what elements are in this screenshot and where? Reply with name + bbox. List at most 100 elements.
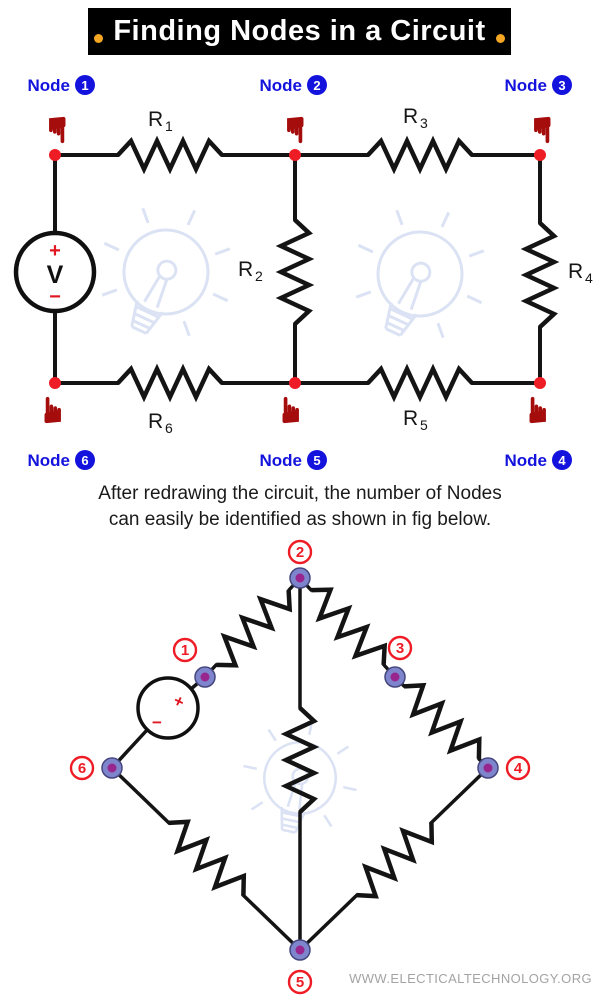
resistor-r3 <box>368 141 472 169</box>
node-number: 6 <box>81 453 88 468</box>
node-dot-5 <box>289 939 311 961</box>
resistor-subscript: 3 <box>420 115 428 131</box>
wire <box>241 893 302 952</box>
node-word: Node <box>260 451 303 470</box>
light-bulb-watermark-right <box>329 182 512 363</box>
resistor-subscript: 5 <box>420 417 428 433</box>
node-word: Node <box>260 76 303 95</box>
minus-sign: − <box>49 286 61 308</box>
node-number: 5 <box>296 974 304 991</box>
junction-dot-node2 <box>289 149 301 161</box>
resistor-edge-4-5 <box>347 813 441 905</box>
voltage-source-circle <box>13 230 97 314</box>
node-label-6: Node 6 <box>28 450 95 470</box>
circled-number-6: 6 <box>69 755 95 781</box>
node-number: 1 <box>181 642 189 659</box>
node-label-4: Node 4 <box>505 450 572 470</box>
original-circuit-diagram: + V − ☛ ☛ ☛ ☛ ☛ ☛ Node 1 No <box>13 75 593 470</box>
node-label-1: Node 1 <box>28 75 95 95</box>
voltage-label: V <box>47 261 64 289</box>
pointing-hand-icon: ☛ <box>274 114 315 146</box>
minus-sign: − <box>152 713 162 732</box>
node-label-5: Node 5 <box>260 450 327 470</box>
pointing-hand-icon: ☛ <box>36 114 77 146</box>
circled-number-1: 1 <box>172 637 198 663</box>
node-number-badge <box>552 450 572 470</box>
voltage-source-circle <box>136 676 200 740</box>
node-dot-1 <box>194 666 216 688</box>
header-bar: Finding Nodes in a Circuit <box>88 8 511 55</box>
node-dot-4 <box>477 757 499 779</box>
junction-dot-node6 <box>49 377 61 389</box>
voltage-source: + V − <box>13 230 97 314</box>
junction-dots <box>49 149 546 389</box>
resistor-label-r1: R 1 <box>148 108 173 134</box>
plus-sign: + <box>49 240 61 262</box>
resistor-label-r2: R 2 <box>238 258 263 284</box>
resistor-subscript: 6 <box>165 420 173 436</box>
redrawn-voltage-source: + − <box>136 676 200 740</box>
website-watermark: WWW.ELECTICALTECHNOLOGY.ORG <box>349 971 592 986</box>
junction-dot-node4 <box>534 377 546 389</box>
node-number: 1 <box>81 78 88 93</box>
redrawn-node-dots <box>101 567 499 961</box>
pointing-hand-icon: ☛ <box>271 394 312 426</box>
circled-number-4: 4 <box>505 755 531 781</box>
resistor-r1 <box>118 141 222 169</box>
resistor-symbol: R <box>568 260 583 283</box>
resistor-r4 <box>526 223 554 327</box>
node-number: 4 <box>558 453 566 468</box>
caption-line-2: can easily be identified as shown in fig… <box>108 509 492 530</box>
node-number-badge <box>307 75 327 95</box>
node-dot-2 <box>289 567 311 589</box>
node-number: 3 <box>396 640 404 657</box>
redrawn-resistors <box>159 580 489 905</box>
wire <box>110 766 171 825</box>
resistor-symbol: R <box>148 410 163 433</box>
resistor-subscript: 4 <box>585 270 593 286</box>
node-number: 6 <box>78 760 86 777</box>
resistor-label-r5: R 5 <box>403 407 428 433</box>
node-word: Node <box>505 76 548 95</box>
node-number: 2 <box>313 78 320 93</box>
node-number-badge <box>307 450 327 470</box>
resistor-label-r3: R 3 <box>403 105 428 131</box>
node-number: 5 <box>313 453 320 468</box>
node-number: 4 <box>514 760 523 777</box>
circled-number-3: 3 <box>387 635 413 661</box>
node-dot-3 <box>384 666 406 688</box>
resistor-edge-2-1 <box>206 580 298 674</box>
light-bulb-watermark-left <box>75 180 258 361</box>
redrawn-wires <box>110 576 490 952</box>
pointing-hand-icon: ☛ <box>33 394 74 426</box>
wire <box>298 893 359 952</box>
resistors <box>118 141 554 397</box>
wire <box>429 766 490 825</box>
resistor-symbol: R <box>148 108 163 131</box>
node-label-2: Node 2 <box>260 75 327 95</box>
node-label-3: Node 3 <box>505 75 572 95</box>
node-word: Node <box>505 451 548 470</box>
resistor-subscript: 2 <box>255 268 263 284</box>
pointing-hands: ☛ ☛ ☛ ☛ ☛ ☛ <box>33 114 562 426</box>
resistor-r6 <box>118 369 222 397</box>
resistor-label-r6: R 6 <box>148 410 173 436</box>
resistor-symbol: R <box>238 258 253 281</box>
node-number: 2 <box>296 544 304 561</box>
circuit-wires <box>53 153 542 385</box>
resistor-symbol: R <box>403 105 418 128</box>
resistor-label-r4: R 4 <box>568 260 593 286</box>
resistor-r5 <box>368 369 472 397</box>
resistor-edge-3-4 <box>394 676 488 768</box>
junction-dot-node3 <box>534 149 546 161</box>
caption-line-1: After redrawing the circuit, the number … <box>98 483 502 504</box>
pointing-hand-icon: ☛ <box>521 114 562 146</box>
resistor-subscript: 1 <box>165 118 173 134</box>
junction-dot-node1 <box>49 149 61 161</box>
resistor-edge-2-3 <box>301 580 393 674</box>
resistor-symbol: R <box>403 407 418 430</box>
header-accent-dot-right <box>496 34 505 43</box>
node-number-badge <box>75 450 95 470</box>
header-accent-dot-left <box>94 34 103 43</box>
